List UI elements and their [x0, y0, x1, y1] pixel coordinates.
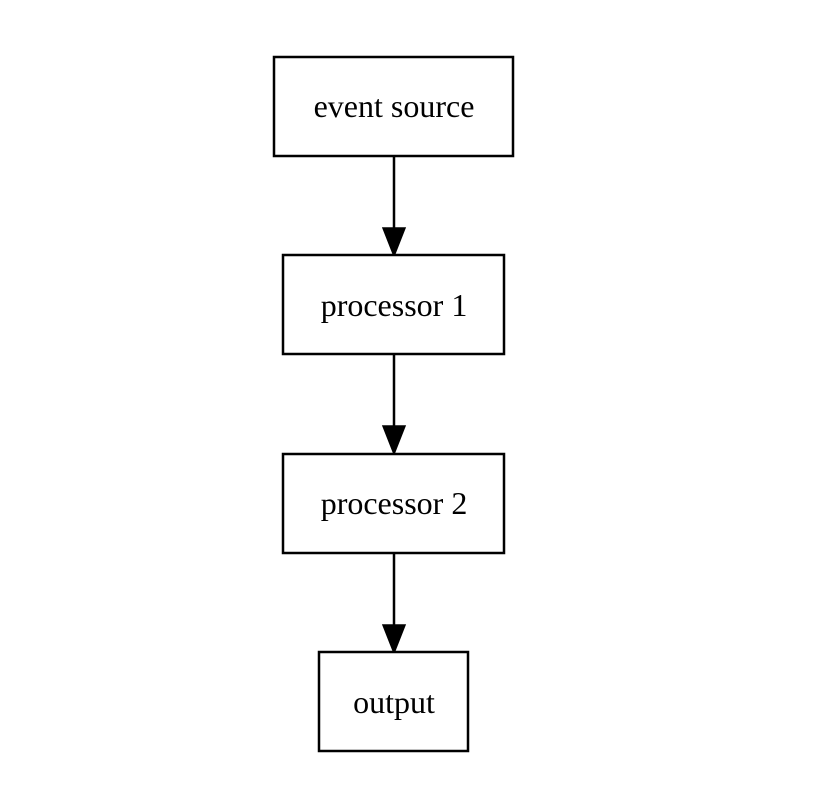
node-output: output [317, 650, 470, 753]
edge-event-source-to-processor-1 [381, 156, 407, 259]
node-box [281, 253, 506, 356]
node-box [281, 452, 506, 555]
node-label: output [353, 684, 435, 720]
node-label: processor 1 [321, 287, 468, 323]
node-box [317, 650, 470, 753]
edge-processor-2-to-output [381, 553, 407, 656]
node-label: processor 2 [321, 485, 468, 521]
node-processor-2: processor 2 [281, 452, 506, 555]
node-processor-1: processor 1 [281, 253, 506, 356]
arrowhead-icon [381, 425, 407, 457]
node-label: event source [314, 88, 475, 124]
node-event-source: event source [272, 55, 515, 158]
node-box [272, 55, 515, 158]
arrowhead-icon [381, 227, 407, 259]
edge-processor-1-to-processor-2 [381, 354, 407, 457]
arrowhead-icon [381, 624, 407, 656]
